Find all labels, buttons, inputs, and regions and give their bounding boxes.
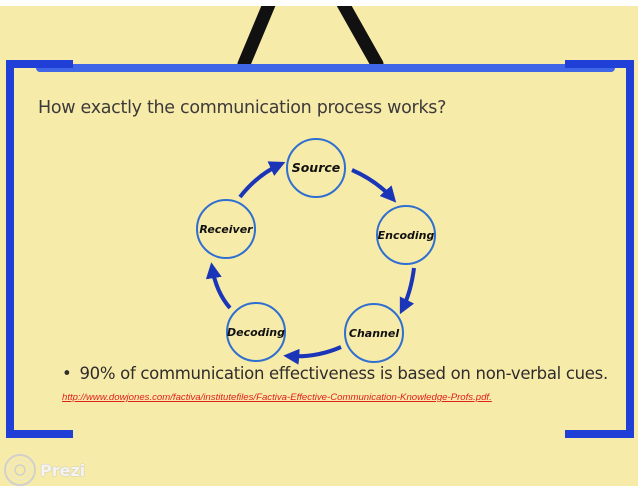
node-receiver-label: Receiver <box>199 223 253 236</box>
arrow-channel-to-decoding <box>283 345 342 365</box>
bullet-text: 90% of communication effectiveness is ba… <box>79 364 608 383</box>
prezi-logo-icon <box>4 454 36 486</box>
hanging-string-left <box>237 6 276 71</box>
arrow-decoding-to-receiver <box>205 262 232 310</box>
node-channel: Channel <box>344 303 404 363</box>
bullet-point: • 90% of communication effectiveness is b… <box>62 364 608 383</box>
source-link[interactable]: http://www.dowjones.com/factiva/institut… <box>62 392 492 403</box>
node-decoding: Decoding <box>226 302 286 362</box>
arrow-encoding-to-channel <box>399 267 416 315</box>
frame-bracket-left <box>6 60 73 438</box>
frame-bracket-right <box>565 60 634 438</box>
arrow-receiver-to-source <box>238 161 286 199</box>
prezi-logo-text: Prezi <box>40 460 86 480</box>
arrow-source-to-encoding <box>351 168 397 203</box>
node-channel-label: Channel <box>349 327 399 340</box>
prezi-logo[interactable]: Prezi <box>3 453 85 486</box>
hanging-string-right <box>336 6 384 71</box>
node-source-label: Source <box>292 160 341 175</box>
slide: How exactly the communication process wo… <box>0 6 638 486</box>
slide-title: How exactly the communication process wo… <box>38 98 447 118</box>
bullet-marker: • <box>62 364 72 383</box>
node-decoding-label: Decoding <box>227 326 285 339</box>
slide-frame <box>6 6 634 438</box>
node-receiver: Receiver <box>196 199 256 259</box>
node-source: Source <box>286 138 346 198</box>
node-encoding: Encoding <box>376 205 436 265</box>
communication-cycle-diagram: Source Encoding Channel Decoding Receive… <box>196 138 436 365</box>
node-encoding-label: Encoding <box>378 229 435 242</box>
